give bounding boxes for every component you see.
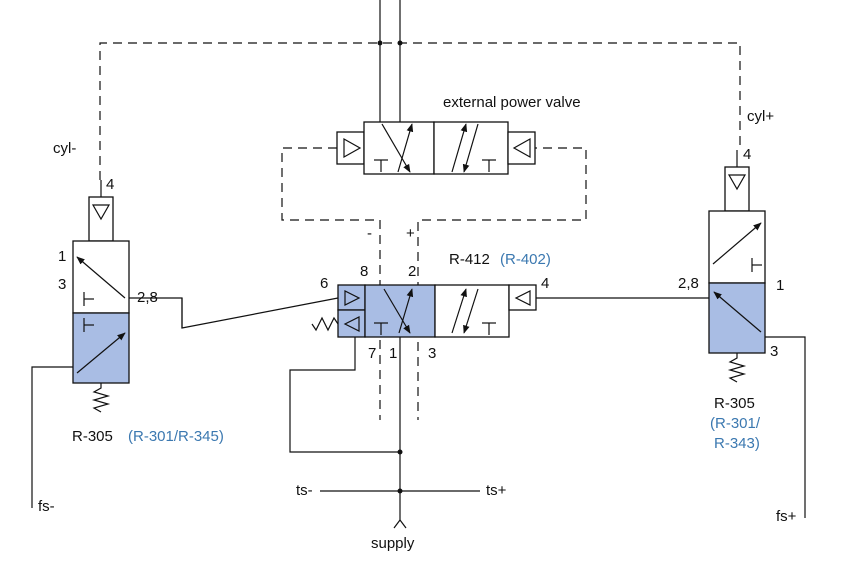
left-port-1: 1 [58,248,66,265]
supply-inlet-icon [393,519,407,529]
ts-minus-label: ts- [296,482,313,499]
spring-icon [91,383,111,413]
mid-valve-pilot-upper [337,284,366,311]
pilot-triangle-icon [343,137,362,159]
r402-label: (R-402) [500,251,551,268]
middle-valve-r412[interactable] [311,284,537,338]
mid-port-2: 2 [408,263,416,280]
right-port-1: 1 [776,277,784,294]
mid-port-4: 4 [541,275,549,292]
left-port-28: 2,8 [137,289,158,306]
ts-plus-label: ts+ [486,482,507,499]
cyl-minus-label: cyl- [53,140,76,157]
external-power-valve[interactable] [336,121,536,175]
r412-label: R-412 [449,251,490,268]
left-port-4: 4 [106,176,114,193]
left-valve-alt: (R-301/R-345) [128,428,224,445]
right-port-4: 4 [743,146,751,163]
pilot-triangle-icon [727,174,747,191]
right-valve-name: R-305 [714,395,755,412]
right-valve-alt-1: (R-301/ [710,415,761,432]
left-valve[interactable] [72,196,130,413]
pilot-triangle-icon [344,290,361,306]
right-valve-lower-block [708,282,766,354]
right-valve-upper-block [708,210,766,284]
plus-label: + [406,225,415,242]
right-port-28: 2,8 [678,275,699,292]
mid-port-1: 1 [389,345,397,362]
minus-label: - [367,225,372,242]
spring-icon [727,353,747,383]
spring-icon [311,316,339,332]
mid-port-8: 8 [360,263,368,280]
right-valve[interactable] [708,166,766,383]
fs-minus-label: fs- [38,498,55,515]
pilot-triangle-icon [512,137,531,159]
left-port-3: 3 [58,276,66,293]
external-valve-right-pilot [507,131,536,165]
external-valve-left-block [363,121,435,175]
external-power-valve-label: external power valve [443,94,581,111]
right-valve-alt-2: R-343) [714,435,760,452]
cyl-plus-label: cyl+ [747,108,774,125]
left-valve-lower-block [72,312,130,384]
labels: external power valve cyl- cyl+ - + R-412… [38,94,797,552]
right-port-3: 3 [770,343,778,360]
mid-valve-right-block [434,284,510,338]
connection-lines [31,150,806,529]
mid-valve-pilot-lower [337,309,366,338]
fs-plus-label: fs+ [776,508,797,525]
pilot-triangle-icon [514,290,531,306]
mid-port-6: 6 [320,275,328,292]
supply-label: supply [371,535,415,552]
pilot-lines [99,42,741,420]
left-valve-name: R-305 [72,428,113,445]
pilot-triangle-icon [343,316,360,332]
external-valve-top-lines [377,0,403,122]
mid-port-7: 7 [368,345,376,362]
mid-valve-pilot-right [508,284,537,311]
pilot-triangle-icon [91,204,111,221]
mid-port-3: 3 [428,345,436,362]
